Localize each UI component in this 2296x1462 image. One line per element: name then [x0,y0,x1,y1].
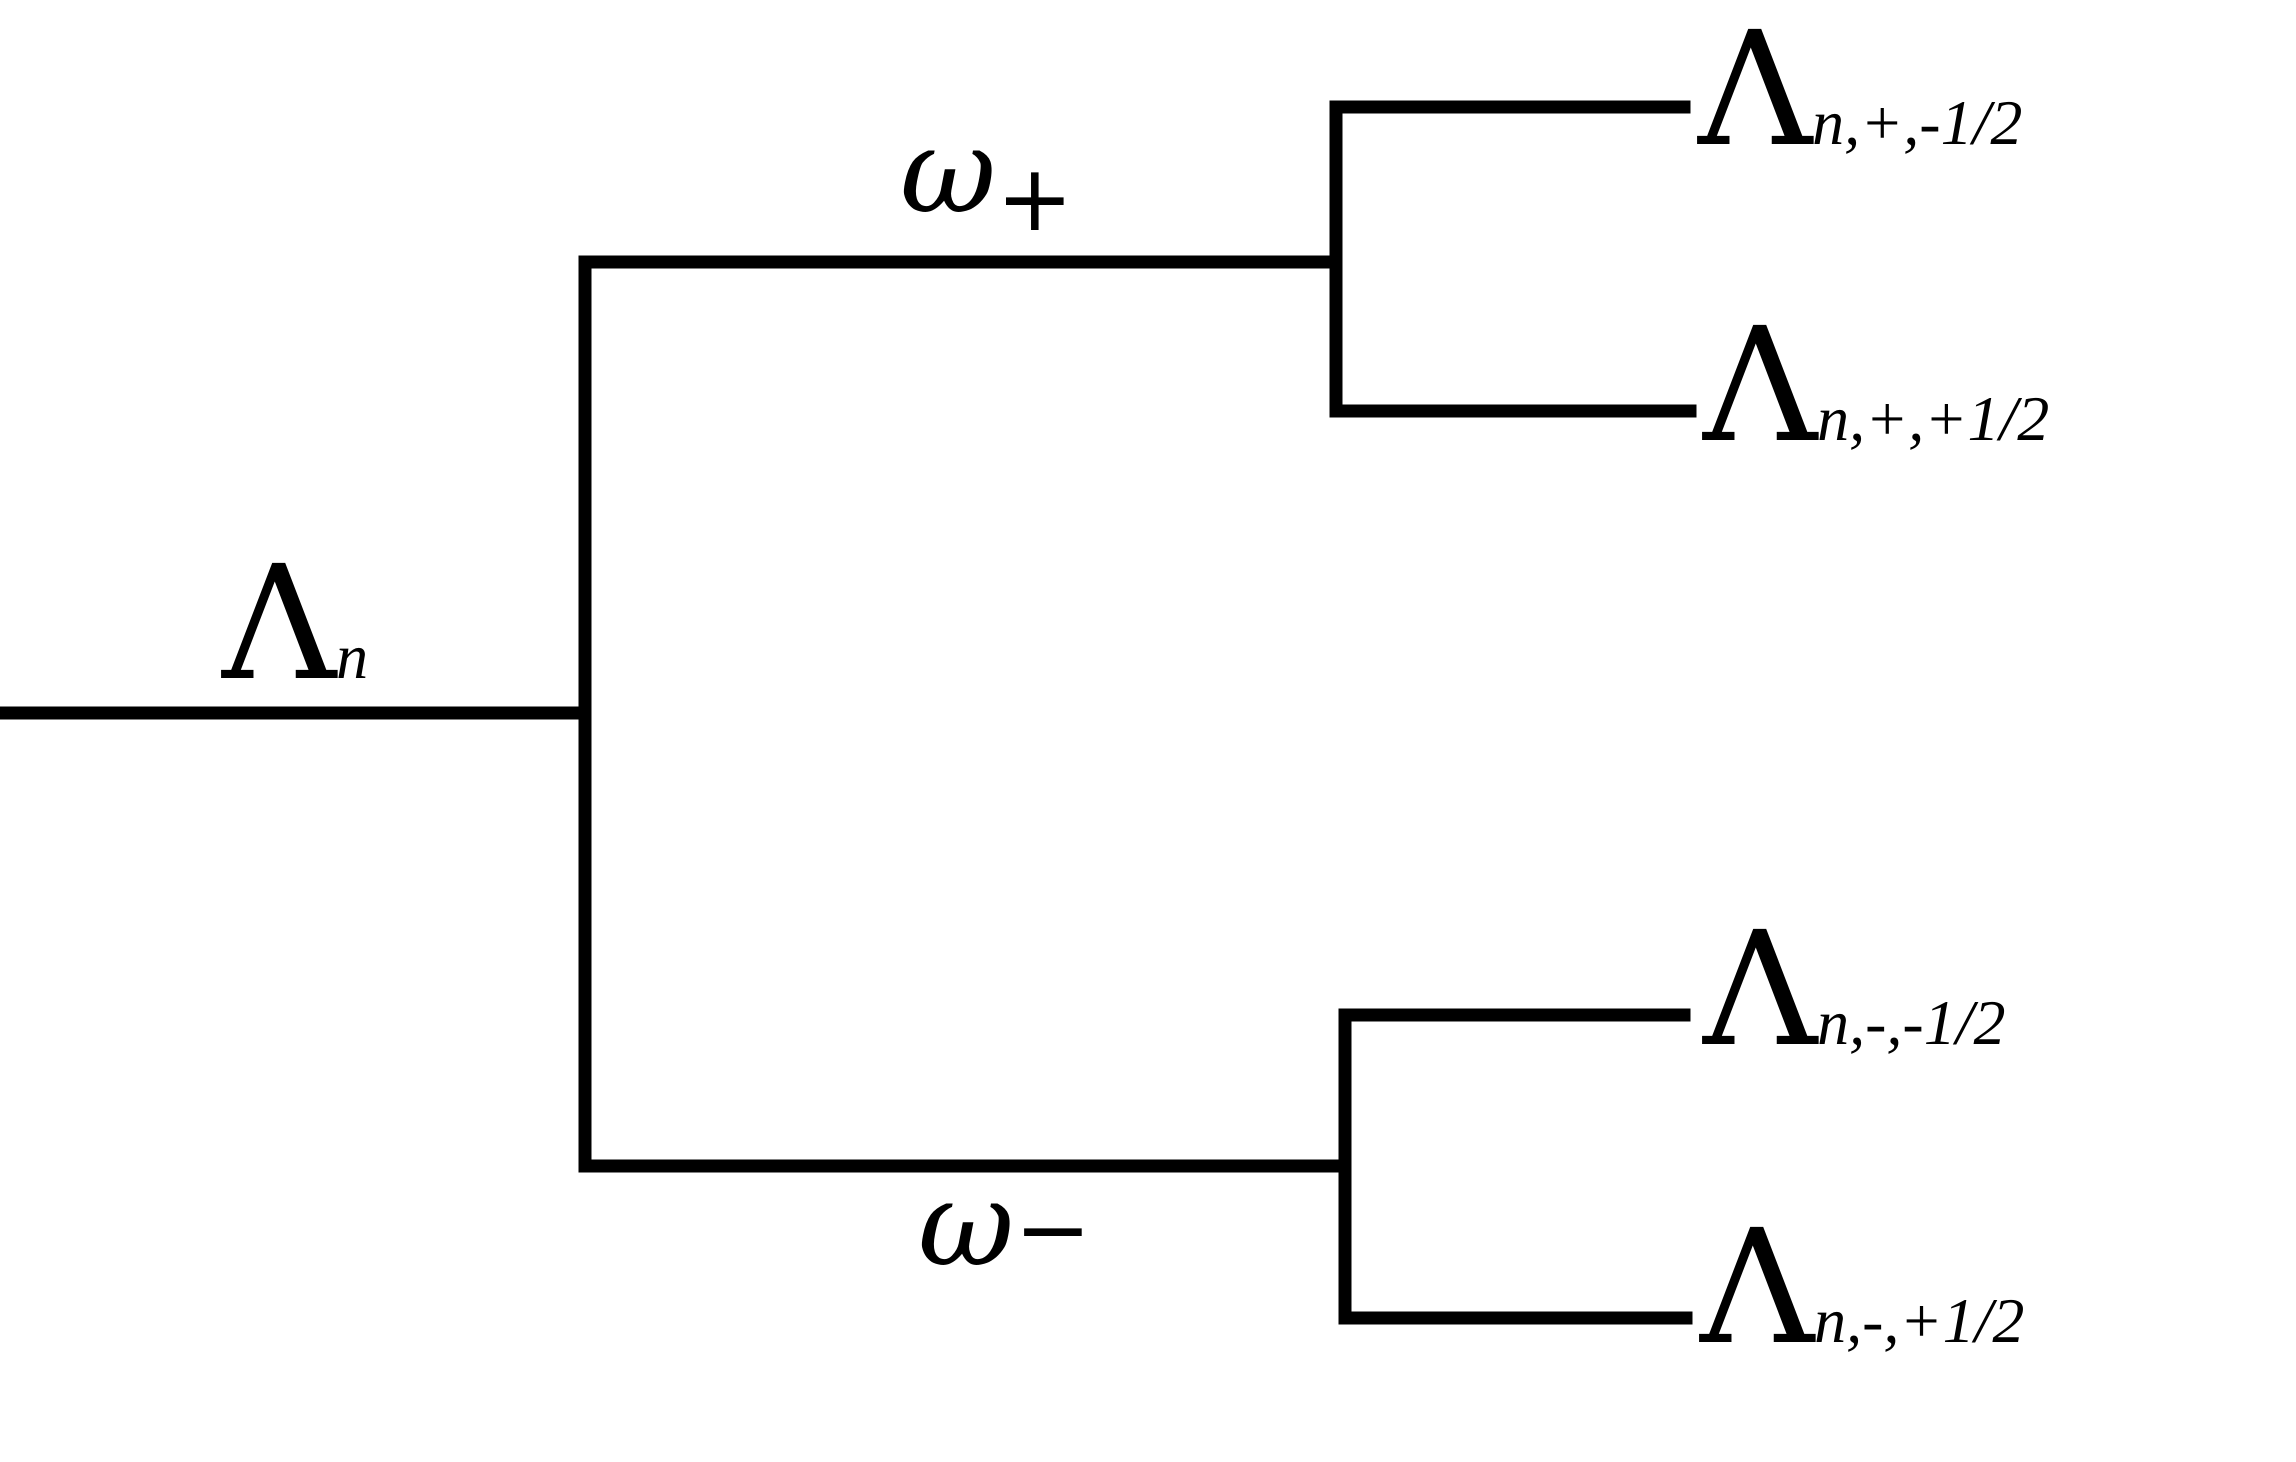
omega-minus-sign: − [1014,1176,1091,1283]
leaf-subscript: n,-,-1/2 [1817,987,2005,1058]
leaf-lambda-symbol: Λ [1702,294,1819,478]
omega-minus-symbol: ω [918,1155,1014,1293]
leaf-lambda-symbol: Λ [1697,0,1814,182]
root-label: Λn [221,532,368,716]
leaf-label-plus-minus-half: Λn,+,-1/2 [1697,0,2022,182]
leaf-label-minus-plus-half: Λn,-,+1/2 [1699,1196,2024,1380]
leaf-subscript: n,+,+1/2 [1817,383,2049,454]
omega-plus-symbol: ω [900,102,996,240]
omega-plus-label: ω+ [900,102,1073,252]
leaf-label-minus-minus-half: Λn,-,-1/2 [1702,898,2006,1082]
root-subscript: n [336,621,368,692]
leaf-subscript: n,+,-1/2 [1812,87,2022,158]
root-lambda-symbol: Λ [221,532,338,716]
leaf-lambda-symbol: Λ [1702,898,1819,1082]
leaf-label-plus-plus-half: Λn,+,+1/2 [1702,294,2049,478]
leaf-lambda-symbol: Λ [1699,1196,1816,1380]
leaf-subscript: n,-,+1/2 [1814,1285,2024,1356]
omega-plus-sign: + [996,145,1073,252]
omega-minus-label: ω− [918,1155,1091,1293]
